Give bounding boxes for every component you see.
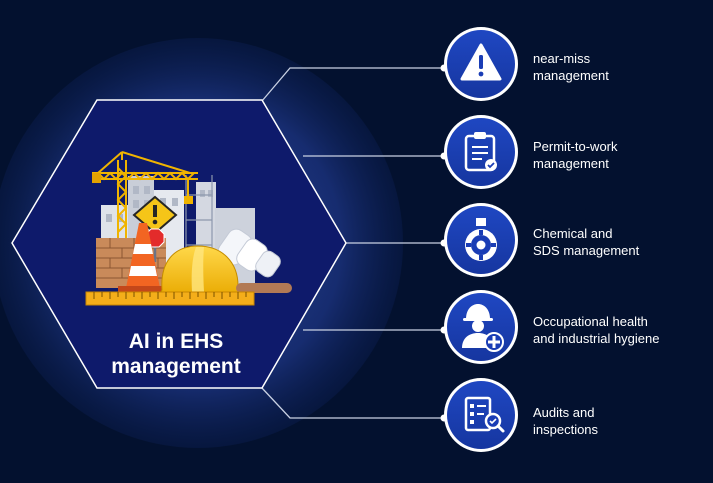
hub-title: AI in EHS management <box>111 330 241 378</box>
item-label-chemical-sds: Chemical and SDS management <box>533 226 640 258</box>
item-label-near-miss: near-miss management <box>533 51 609 83</box>
checklist-magnifier-icon <box>464 396 505 433</box>
construction-site-illustration <box>85 151 292 306</box>
connector-lines <box>261 67 444 419</box>
item-audits-inspections <box>444 378 518 452</box>
connector-near-miss <box>261 67 444 102</box>
item-permit-to-work <box>444 115 518 189</box>
chemical-flask-gear-icon <box>465 218 497 261</box>
item-near-miss <box>444 27 518 101</box>
connector-audits <box>261 387 444 419</box>
clipboard-permit-icon <box>464 132 497 172</box>
item-label-audits-inspections: Audits and inspections <box>533 405 599 437</box>
item-label-occupational-health: Occupational health and industrial hygie… <box>533 314 660 346</box>
item-label-permit-to-work: Permit-to-work management <box>533 139 618 171</box>
item-chemical-sds <box>444 203 518 277</box>
worker-medical-icon <box>462 304 504 352</box>
warning-triangle-icon <box>460 43 502 81</box>
item-occupational-health <box>444 290 518 364</box>
